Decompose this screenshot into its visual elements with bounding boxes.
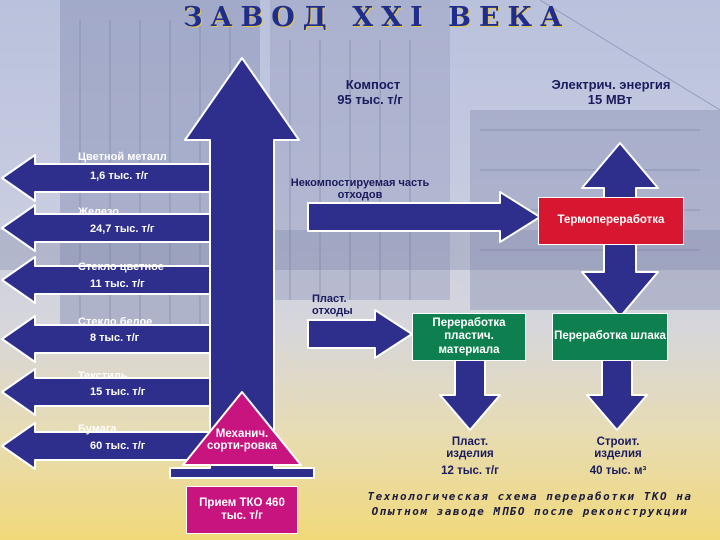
output-amount-paper: 60 тыс. т/г xyxy=(90,441,145,453)
output-amount-textile: 15 тыс. т/г xyxy=(90,387,145,399)
output-name-textile: Текстиль xyxy=(78,371,128,383)
output-amount-color-glass: 11 тыс. т/г xyxy=(90,279,145,291)
compost-amount: 95 тыс. т/г xyxy=(300,93,440,107)
building-products-label: Строит. изделия xyxy=(578,436,658,460)
page-title: ЗАВОД XXI ВЕКА xyxy=(183,4,570,32)
output-name-paper: Бумага xyxy=(78,424,117,436)
output-name-iron: Железо xyxy=(78,207,119,219)
plastic-processing-box: Переработка пластич. материала xyxy=(412,313,526,361)
output-name-color-glass: Стекло цветное xyxy=(78,262,164,274)
arrow-to-plastic-processing xyxy=(308,310,412,358)
arrow-building-products xyxy=(587,360,647,430)
plastic-products-amount: 12 тыс. т/г xyxy=(420,465,520,477)
electricity-amount: 15 МВт xyxy=(560,93,660,107)
output-name-white-glass: Стекло белое xyxy=(78,317,152,329)
intake-box: Прием ТКО 460 тыс. т/г xyxy=(186,486,298,534)
arrow-plastic-products xyxy=(440,360,500,430)
building-products-amount: 40 тыс. м³ xyxy=(568,465,668,477)
output-amount-color-metal: 1,6 тыс. т/г xyxy=(90,171,148,183)
plastic-waste-label: Пласт. отходы xyxy=(312,294,362,317)
diagram-caption: Технологическая схема переработки ТКО на… xyxy=(360,490,700,520)
output-amount-iron: 24,7 тыс. т/г xyxy=(90,224,155,236)
compost-label: Компост xyxy=(318,78,428,92)
output-amount-white-glass: 8 тыс. т/г xyxy=(90,333,139,345)
slag-processing-box: Переработка шлака xyxy=(552,313,668,361)
thermo-box: Термопереработка xyxy=(538,197,684,245)
sorting-label: Механич. сорти-ровка xyxy=(204,428,280,452)
plastic-products-label: Пласт. изделия xyxy=(430,436,510,460)
output-name-color-metal: Цветной металл xyxy=(78,152,167,164)
electricity-label: Электрич. энергия xyxy=(526,78,696,92)
non-compost-label: Некомпостируемая часть отходов xyxy=(290,178,430,201)
